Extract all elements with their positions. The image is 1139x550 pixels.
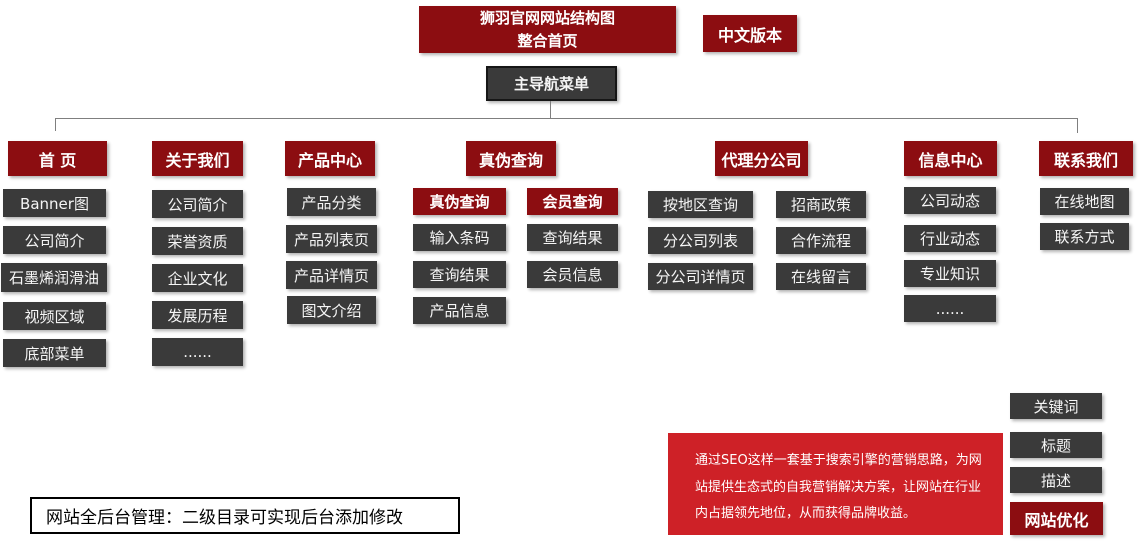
version-badge: 中文版本 (703, 15, 797, 52)
subgroup-header-member: 会员查询 (527, 188, 618, 215)
tree-node: 产品信息 (413, 297, 506, 324)
tree-node: 在线留言 (776, 263, 866, 290)
tree-node: 专业知识 (904, 260, 996, 287)
connector-tick-right (1077, 118, 1078, 133)
connector-horizontal (55, 118, 1078, 119)
column-header-agents: 代理分公司 (715, 141, 808, 176)
diagram-title-line1: 狮羽官网网站结构图 (479, 9, 615, 27)
tree-node: 发展历程 (152, 301, 243, 329)
column-header-products: 产品中心 (285, 141, 375, 176)
tree-node: 公司简介 (3, 226, 106, 254)
tree-node: 输入条码 (413, 224, 506, 251)
tree-node: 企业文化 (152, 264, 243, 292)
seo-tag-keywords: 关键词 (1010, 393, 1102, 419)
connector-nav-drop (550, 101, 551, 119)
tree-node: 行业动态 (904, 225, 996, 252)
tree-node: Banner图 (3, 189, 106, 217)
column-header-verify: 真伪查询 (466, 141, 556, 176)
diagram-title: 狮羽官网网站结构图 整合首页 (419, 6, 676, 53)
seo-note: 通过SEO这样一套基于搜索引擎的营销思路，为网站提供生态式的自我营销解决方案，让… (668, 433, 1003, 535)
column-header-home: 首 页 (8, 141, 107, 176)
tree-node: 石墨烯润滑油 (1, 263, 107, 292)
tree-node: 在线地图 (1040, 188, 1129, 215)
tree-node: 产品列表页 (286, 225, 377, 253)
tree-node: 查询结果 (527, 224, 618, 251)
tree-node: 视频区域 (3, 302, 106, 330)
tree-node: ...... (152, 338, 243, 366)
tree-node: 公司动态 (904, 187, 996, 214)
column-header-about: 关于我们 (152, 141, 243, 176)
column-header-contact: 联系我们 (1039, 141, 1133, 176)
tree-node: 联系方式 (1040, 223, 1129, 250)
tree-node: ...... (904, 295, 996, 322)
tree-node: 合作流程 (776, 227, 866, 254)
tree-node: 查询结果 (413, 261, 506, 288)
seo-tag-title: 标题 (1010, 432, 1102, 458)
tree-node: 荣誉资质 (152, 227, 243, 255)
tree-node: 分公司列表 (648, 227, 753, 254)
tree-node: 图文介绍 (287, 296, 376, 324)
tree-node: 会员信息 (527, 261, 618, 288)
column-header-news: 信息中心 (904, 141, 997, 176)
subgroup-header-verify: 真伪查询 (413, 188, 506, 215)
main-nav-node: 主导航菜单 (486, 66, 617, 101)
tree-node: 招商政策 (776, 191, 866, 218)
connector-tick-left (55, 118, 56, 131)
admin-note: 网站全后台管理：二级目录可实现后台添加修改 (30, 497, 460, 534)
tree-node: 公司简介 (152, 190, 243, 218)
seo-highlight-optimization: 网站优化 (1010, 502, 1103, 535)
tree-node: 产品分类 (287, 188, 376, 216)
diagram-title-line2: 整合首页 (517, 31, 578, 50)
tree-node: 底部菜单 (3, 339, 106, 367)
tree-node: 分公司详情页 (648, 263, 753, 290)
tree-node: 按地区查询 (648, 191, 753, 218)
seo-tag-description: 描述 (1010, 467, 1102, 493)
tree-node: 产品详情页 (286, 261, 377, 289)
